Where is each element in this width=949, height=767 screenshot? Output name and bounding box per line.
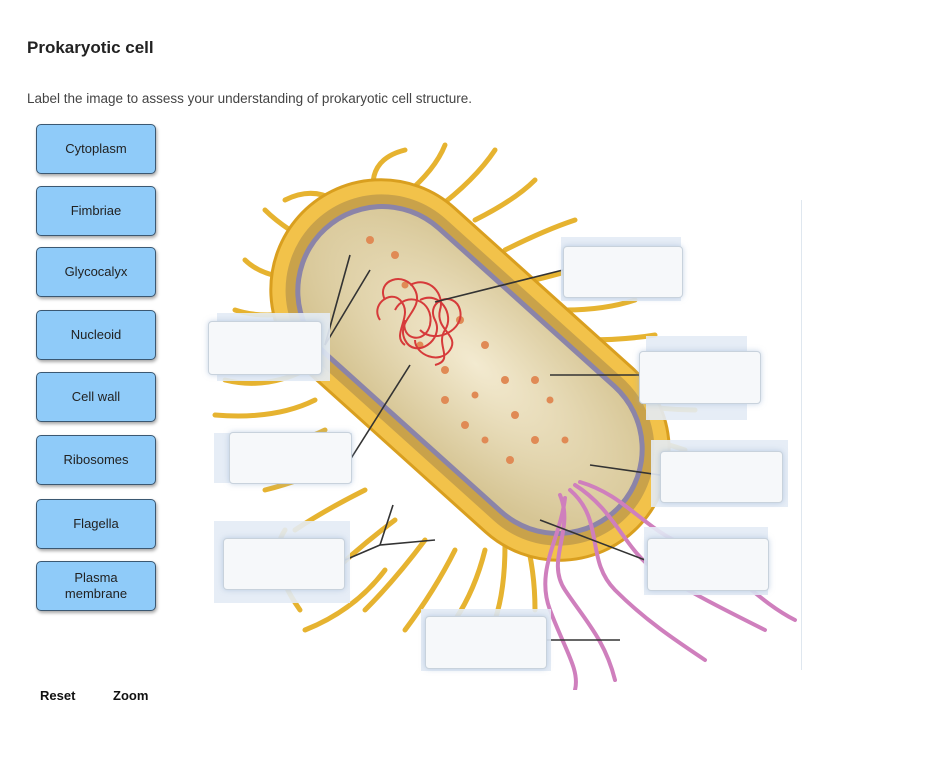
nucleoid [376,278,462,366]
label-chip-fimbriae[interactable]: Fimbriae [36,186,156,236]
drop-zone-right-lower[interactable] [647,538,769,591]
drop-zone-left-middle[interactable] [229,432,352,484]
drop-zone-right-upper[interactable] [639,351,761,404]
label-chip-nucleoid[interactable]: Nucleoid [36,310,156,360]
drop-zone-left-lower[interactable] [223,538,345,590]
label-chip-cytoplasm[interactable]: Cytoplasm [36,124,156,174]
glycocalyx-layer [269,178,671,562]
panel-divider [801,200,802,670]
label-chip-flagella[interactable]: Flagella [36,499,156,549]
ribosomes [366,236,569,464]
drop-zone-bottom[interactable] [425,616,547,669]
label-chip-ribosomes[interactable]: Ribosomes [36,435,156,485]
instructions-text: Label the image to assess your understan… [27,91,472,106]
label-chip-plasma-membrane[interactable]: Plasma membrane [36,561,156,611]
zoom-button[interactable]: Zoom [113,688,149,703]
drop-zone-right-top[interactable] [563,246,683,298]
leader-lines [324,254,661,641]
page-title: Prokaryotic cell [27,38,154,57]
drop-zone-left-upper[interactable] [208,321,322,375]
reset-button[interactable]: Reset [40,688,76,703]
label-chip-glycocalyx[interactable]: Glycocalyx [36,247,156,297]
label-chip-cell-wall[interactable]: Cell wall [36,372,156,422]
prokaryotic-cell-illustration [212,142,797,690]
drop-zone-right-middle[interactable] [660,451,783,503]
